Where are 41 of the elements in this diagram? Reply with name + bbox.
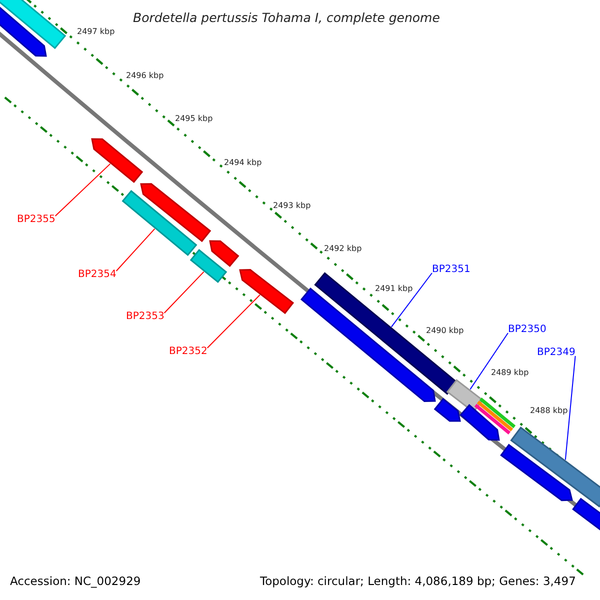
leader-line [470,332,508,390]
tick-label: 2496 kbp [126,71,164,80]
tick-label: 2491 kbp [375,284,413,293]
gene-segment [510,426,600,508]
gene-segment [209,240,240,268]
tick-label: 2492 kbp [324,244,362,253]
gene-segment [0,6,47,57]
tick-label: 2493 kbp [273,201,311,210]
leader-line [206,294,260,348]
gene-segment [122,190,198,256]
genome-stats: Topology: circular; Length: 4,086,189 bp; Genes: 3,497 [260,574,576,588]
gene-label: BP2352 [169,346,208,357]
gene-segment [190,248,228,284]
tick-label: 2494 kbp [224,158,262,167]
gene-segment [140,183,212,242]
tick-label: 2495 kbp [175,114,213,123]
title: Bordetella pertussis Tohama I, complete genome [133,10,440,25]
gene-label: BP2355 [17,214,56,225]
tick-label: 2490 kbp [426,326,464,335]
leader-line [564,356,576,460]
gene-label: BP2354 [78,269,116,280]
gene-segment [239,269,294,314]
gene-segment [460,404,500,441]
accession-text: Accession: NC_002929 [10,574,141,588]
gene-label: BP2349 [537,347,576,358]
gene-segment [500,444,573,502]
tick-label: 2497 kbp [77,27,115,36]
leader-line [54,163,111,216]
tick-label: 2489 kbp [491,368,529,377]
gene-segment [572,498,600,532]
tick-label: 2488 kbp [530,406,568,415]
gene-segment [0,0,66,50]
gene-segment [434,398,461,422]
leader-line [390,272,432,328]
gene-segment [91,138,144,184]
leader-line [116,228,156,272]
gene-label: BP2350 [508,324,546,335]
gene-label: BP2351 [432,264,470,275]
leader-line [164,271,204,314]
gene-stripes [474,398,516,434]
gene-label: BP2353 [126,311,164,322]
